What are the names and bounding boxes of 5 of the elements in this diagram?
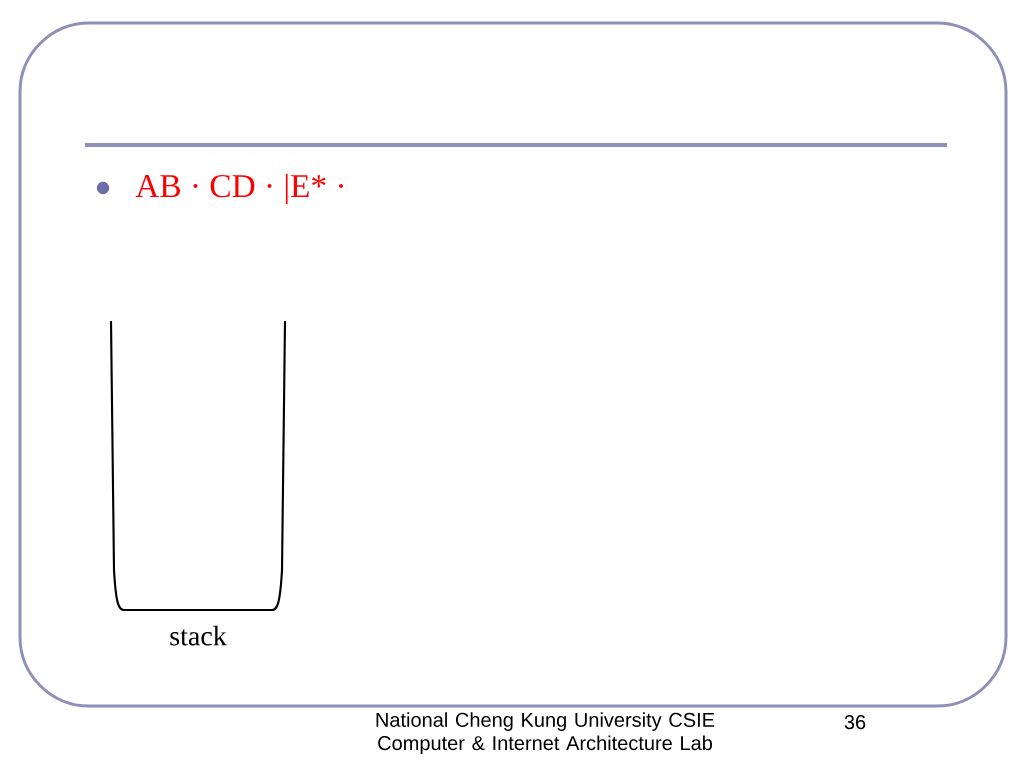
bullet-text: AB · CD · |E* ·	[135, 173, 343, 205]
footer-text: National Cheng Kung University CSIE Computer & Internet Architecture Lab	[376, 712, 715, 755]
stack-container	[109, 321, 287, 612]
node-caption: stack	[170, 625, 227, 646]
page-number: 36	[844, 715, 866, 730]
